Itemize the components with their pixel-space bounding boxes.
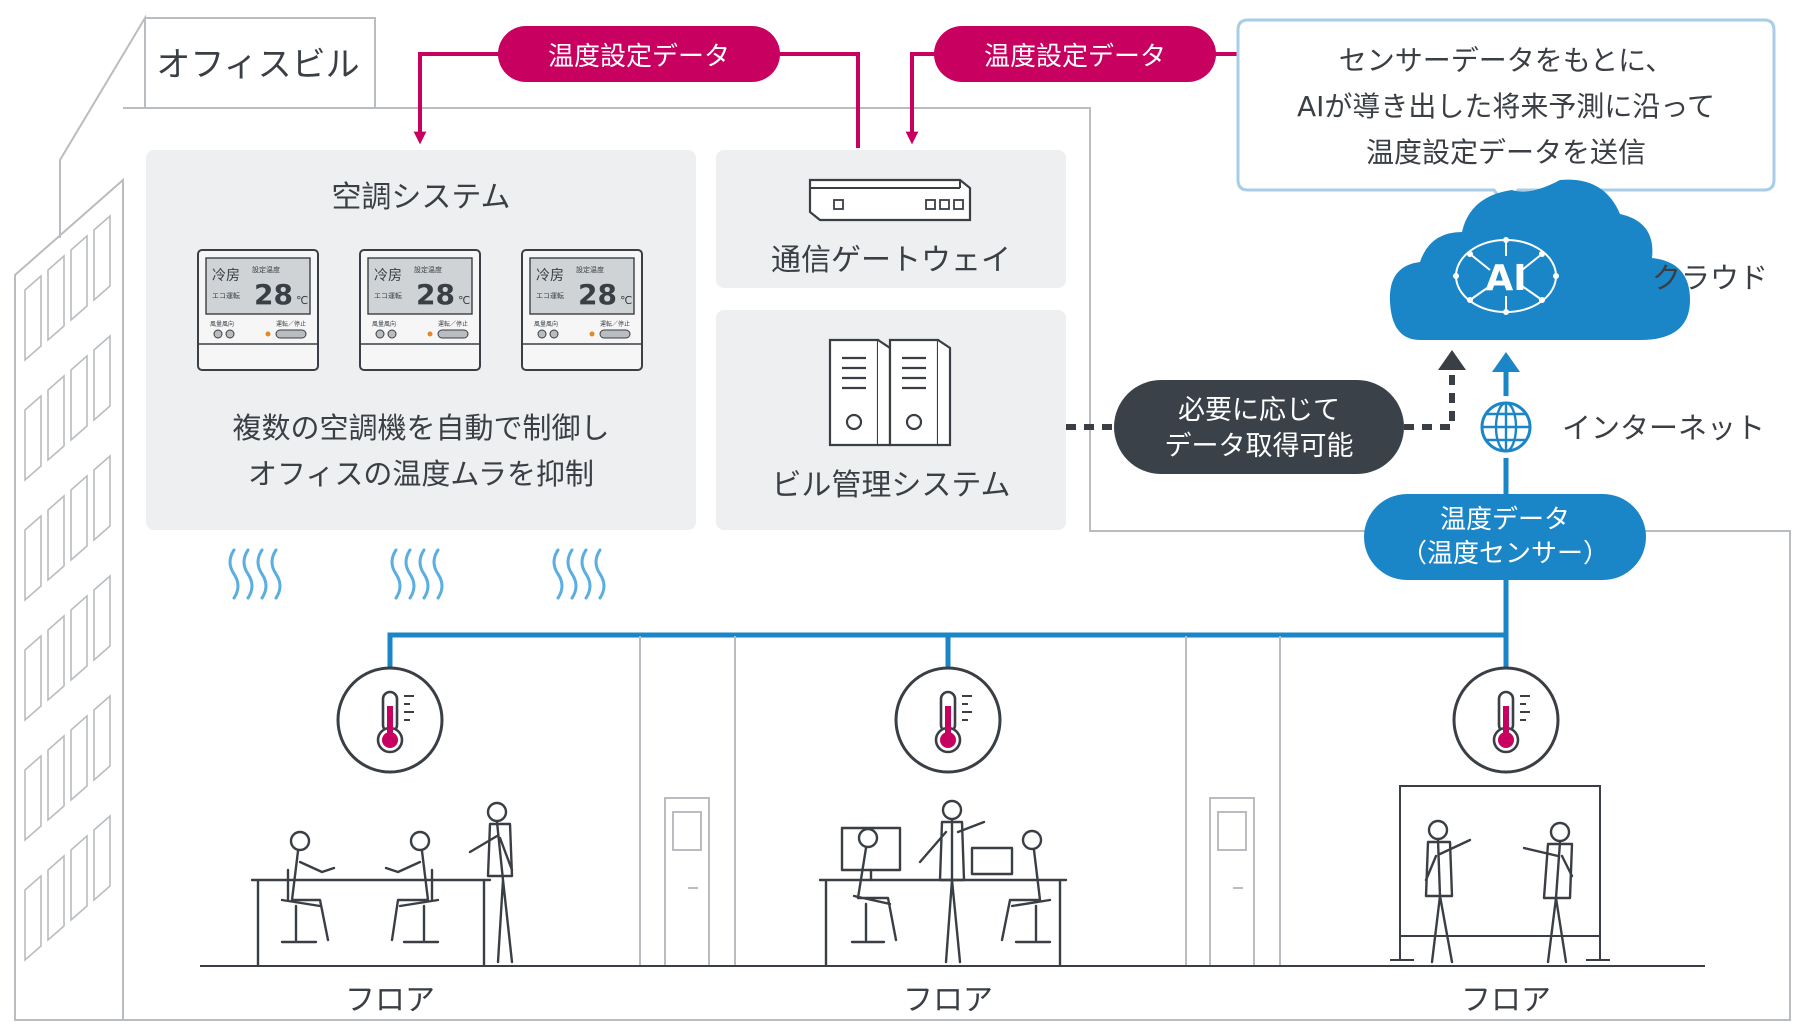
thermometer-icon	[1452, 666, 1560, 774]
heat-wave-icon	[390, 548, 444, 600]
setting-data-badge-right: 温度設定データ	[934, 26, 1216, 82]
air-conditioner-remote-icon: 冷房 設定温度 28 ℃ エコ運転 風量風向 運転／停止	[521, 249, 643, 371]
gateway-label: 通信ゲートウェイ	[771, 243, 1011, 278]
remote-set-label: 設定温度	[252, 265, 280, 274]
air-conditioner-remote-icon: 冷房 設定温度 28 ℃ エコ運転 風量風向 運転／停止	[197, 249, 319, 371]
optional-data-badge: 必要に応じて データ取得可能	[1114, 380, 1404, 474]
remote-unit: ℃	[620, 294, 632, 307]
thermometer-icon	[336, 666, 444, 774]
remote-mode: 冷房	[212, 268, 240, 284]
remote-unit: ℃	[458, 294, 470, 307]
sensor-line1: 温度データ	[1440, 505, 1570, 535]
optional-data-path	[1066, 368, 1455, 430]
remote-eco: エコ運転	[212, 291, 240, 300]
remote-mode: 冷房	[374, 268, 402, 284]
optional-line1: 必要に応じて	[1178, 395, 1340, 426]
remote-temp: 28	[578, 278, 617, 311]
hvac-description-line1: 複数の空調機を自動で制御し	[232, 411, 609, 445]
callout-line2: AIが導き出した将来予測に沿って	[1297, 90, 1715, 123]
whiteboard-icon	[1390, 785, 1610, 961]
floor-structure	[639, 636, 1281, 965]
hvac-system-panel: 空調システム 冷房 設定温度 28 ℃ エコ運転 風量風向 運転／停止 冷房 設…	[146, 150, 696, 530]
remote-eco: エコ運転	[536, 291, 564, 300]
heat-wave-icon	[552, 548, 606, 600]
building-outline: オフィスビル	[14, 14, 1791, 1021]
server-icon	[828, 338, 952, 447]
door-icon	[1209, 797, 1255, 967]
remote-sub1: 風量風向	[372, 320, 396, 328]
thermometer-icon	[894, 666, 1002, 774]
optional-line2: データ取得可能	[1165, 431, 1354, 462]
bms-panel: ビル管理システム	[716, 310, 1066, 530]
hvac-description-line2: オフィスの温度ムラを抑制	[248, 457, 594, 491]
remote-mode: 冷房	[536, 268, 564, 284]
building-label: オフィスビル	[156, 45, 359, 85]
gateway-panel: 通信ゲートウェイ	[716, 150, 1066, 288]
office-worker-icon	[250, 801, 514, 967]
floor-label-1: フロア	[345, 983, 435, 1018]
remote-sub2: 運転／停止	[600, 320, 630, 328]
remote-sub1: 風量風向	[210, 320, 234, 328]
setting-data-badge-left: 温度設定データ	[498, 26, 780, 82]
air-conditioner-remote-icon: 冷房 設定温度 28 ℃ エコ運転 風量風向 運転／停止	[359, 249, 481, 371]
gateway-icon	[808, 178, 972, 222]
remote-eco: エコ運転	[374, 291, 402, 300]
cloud-label: クラウド	[1652, 261, 1768, 295]
remote-sub2: 運転／停止	[276, 320, 306, 328]
office-worker-icon	[818, 799, 1068, 967]
remote-temp: 28	[416, 278, 455, 311]
ai-text: AI	[1485, 258, 1526, 299]
optional-arrow-head	[1438, 350, 1466, 370]
remote-set-label: 設定温度	[414, 265, 442, 274]
remote-temp: 28	[254, 278, 293, 311]
remote-unit: ℃	[296, 294, 308, 307]
hvac-title: 空調システム	[331, 180, 510, 215]
internet-label: インターネット	[1562, 411, 1765, 445]
floor-label-3: フロア	[1461, 983, 1551, 1018]
remote-set-label: 設定温度	[576, 265, 604, 274]
door-icon	[664, 797, 710, 967]
sensor-data-badge: 温度データ （温度センサー）	[1364, 494, 1646, 580]
callout-line1: センサーデータをもとに、	[1339, 44, 1674, 77]
office-worker-icon	[1424, 819, 1574, 964]
setting-data-label-right: 温度設定データ	[984, 42, 1166, 72]
remote-sub1: 風量風向	[534, 320, 558, 328]
heat-wave-icon	[228, 548, 282, 600]
tower-windows	[24, 214, 111, 962]
setting-data-label-left: 温度設定データ	[548, 42, 730, 72]
remote-sub2: 運転／停止	[438, 320, 468, 328]
ai-callout: センサーデータをもとに、 AIが導き出した将来予測に沿って 温度設定データを送信	[1236, 18, 1776, 209]
cloud-icon: AI	[1389, 179, 1690, 340]
internet-arrow-head	[1492, 352, 1520, 372]
sensor-line2: （温度センサー）	[1401, 539, 1609, 569]
callout-line3: 温度設定データを送信	[1366, 136, 1646, 169]
globe-icon	[1475, 396, 1537, 458]
bms-label: ビル管理システム	[771, 468, 1010, 503]
floor-label-2: フロア	[903, 983, 993, 1018]
